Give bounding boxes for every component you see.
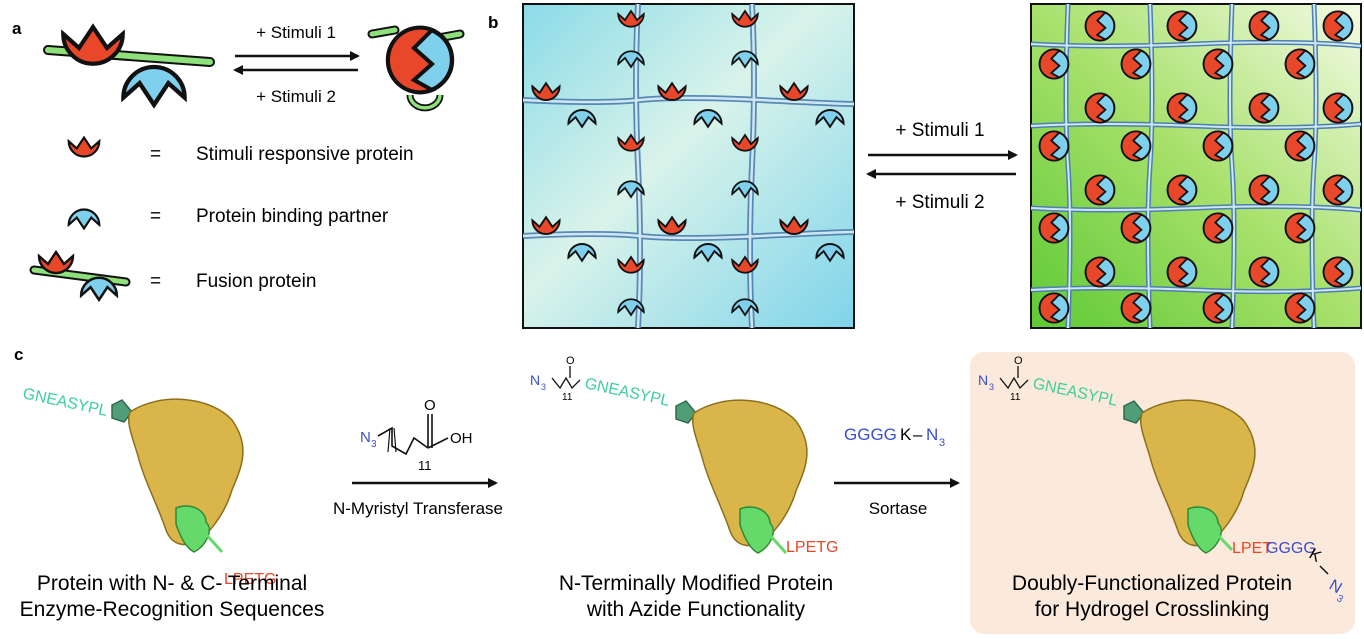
fusion-protein-unbound bbox=[43, 27, 215, 105]
protein-structure-step2 bbox=[551, 366, 808, 555]
step2-sub11: 11 bbox=[562, 392, 573, 403]
legend-eq-3: = bbox=[150, 271, 161, 292]
step2-caption-line2: with Azide Functionality bbox=[586, 598, 806, 621]
hydrogel-loose-network bbox=[522, 3, 855, 329]
step3-azide-sub: 3 bbox=[989, 382, 994, 392]
legend-blue-protein-icon bbox=[67, 208, 101, 230]
reagent1-sub11: 11 bbox=[418, 458, 432, 473]
step1-n-sequence: GNEASYPL bbox=[21, 385, 109, 420]
panel-a-stimuli-1: + Stimuli 1 bbox=[256, 23, 336, 42]
step3-c-bond bbox=[1319, 565, 1329, 575]
arrows-a bbox=[233, 51, 360, 75]
step3-caption-line2: for Hydrogel Crosslinking bbox=[1035, 598, 1270, 621]
legend-red-protein-icon bbox=[67, 136, 101, 158]
legend-eq-1: = bbox=[150, 144, 161, 165]
reagent2-azide-n: N bbox=[926, 425, 938, 444]
protein-structure-step3 bbox=[999, 366, 1256, 554]
legend-fusion-protein-icon bbox=[29, 250, 131, 302]
panel-c-label: c bbox=[14, 345, 23, 364]
step3-c-gggg: GGGG bbox=[1266, 540, 1316, 557]
step3-c-lpet: LPET bbox=[1232, 540, 1272, 557]
reagent1-azide-sub: 3 bbox=[371, 439, 377, 450]
panel-a-label: a bbox=[12, 19, 22, 38]
reagent2-lysine: K bbox=[900, 425, 912, 444]
reagent2-enzyme: Sortase bbox=[869, 499, 928, 518]
reagent2-dash: – bbox=[913, 425, 923, 444]
panel-a-stimuli-2: + Stimuli 2 bbox=[256, 87, 336, 106]
protein-binding-partner-icon bbox=[123, 67, 184, 105]
reagent1-hydroxyl: OH bbox=[450, 430, 473, 447]
legend-eq-2: = bbox=[150, 206, 161, 227]
step3-sub11: 11 bbox=[1010, 392, 1021, 403]
step3-caption-line1: Doubly-Functionalized Protein bbox=[1012, 572, 1292, 595]
legend-text-2: Protein binding partner bbox=[196, 206, 389, 227]
reagent1-enzyme: N-Myristyl Transferase bbox=[333, 499, 503, 518]
step2-azide-sub: 3 bbox=[541, 382, 546, 392]
panel-b-stimuli-2: + Stimuli 2 bbox=[895, 192, 984, 213]
step2-azide-n: N bbox=[530, 372, 540, 388]
hydrogel-crosslinked-network bbox=[1030, 3, 1362, 329]
step1-c-sequence: LPETG bbox=[224, 571, 276, 588]
reagent2-azide-sub: 3 bbox=[939, 437, 945, 449]
bound-complex-icon bbox=[388, 28, 452, 93]
reagent1-oxygen: O bbox=[424, 397, 436, 414]
step3-azide-n: N bbox=[978, 372, 988, 388]
legend-text-1: Stimuli responsive protein bbox=[196, 144, 414, 165]
legend-text-3: Fusion protein bbox=[196, 271, 316, 292]
fusion-protein-bound bbox=[367, 28, 465, 112]
panel-b-label: b bbox=[488, 13, 498, 32]
step1-caption-line2: Enzyme-Recognition Sequences bbox=[20, 598, 325, 621]
step2-n-sequence: GNEASYPL bbox=[583, 375, 671, 410]
step1-caption-line1: Protein with N- & C- Terminal bbox=[37, 572, 307, 595]
reagent1-azide-n: N bbox=[360, 429, 371, 446]
reagent2-gggg: GGGG bbox=[844, 425, 897, 444]
step2-caption-line1: N-Terminally Modified Protein bbox=[559, 572, 833, 595]
step3-oxygen: O bbox=[1014, 355, 1023, 367]
panel-b-stimuli-1: + Stimuli 1 bbox=[895, 120, 984, 141]
protein-structure-step1 bbox=[111, 398, 244, 554]
myristic-azide-structure bbox=[377, 414, 449, 456]
step3-c-azide-sub: 3 bbox=[1335, 593, 1346, 606]
arrows-b bbox=[866, 150, 1018, 179]
step2-oxygen: O bbox=[566, 355, 575, 367]
step2-c-sequence: LPETG bbox=[786, 539, 838, 556]
